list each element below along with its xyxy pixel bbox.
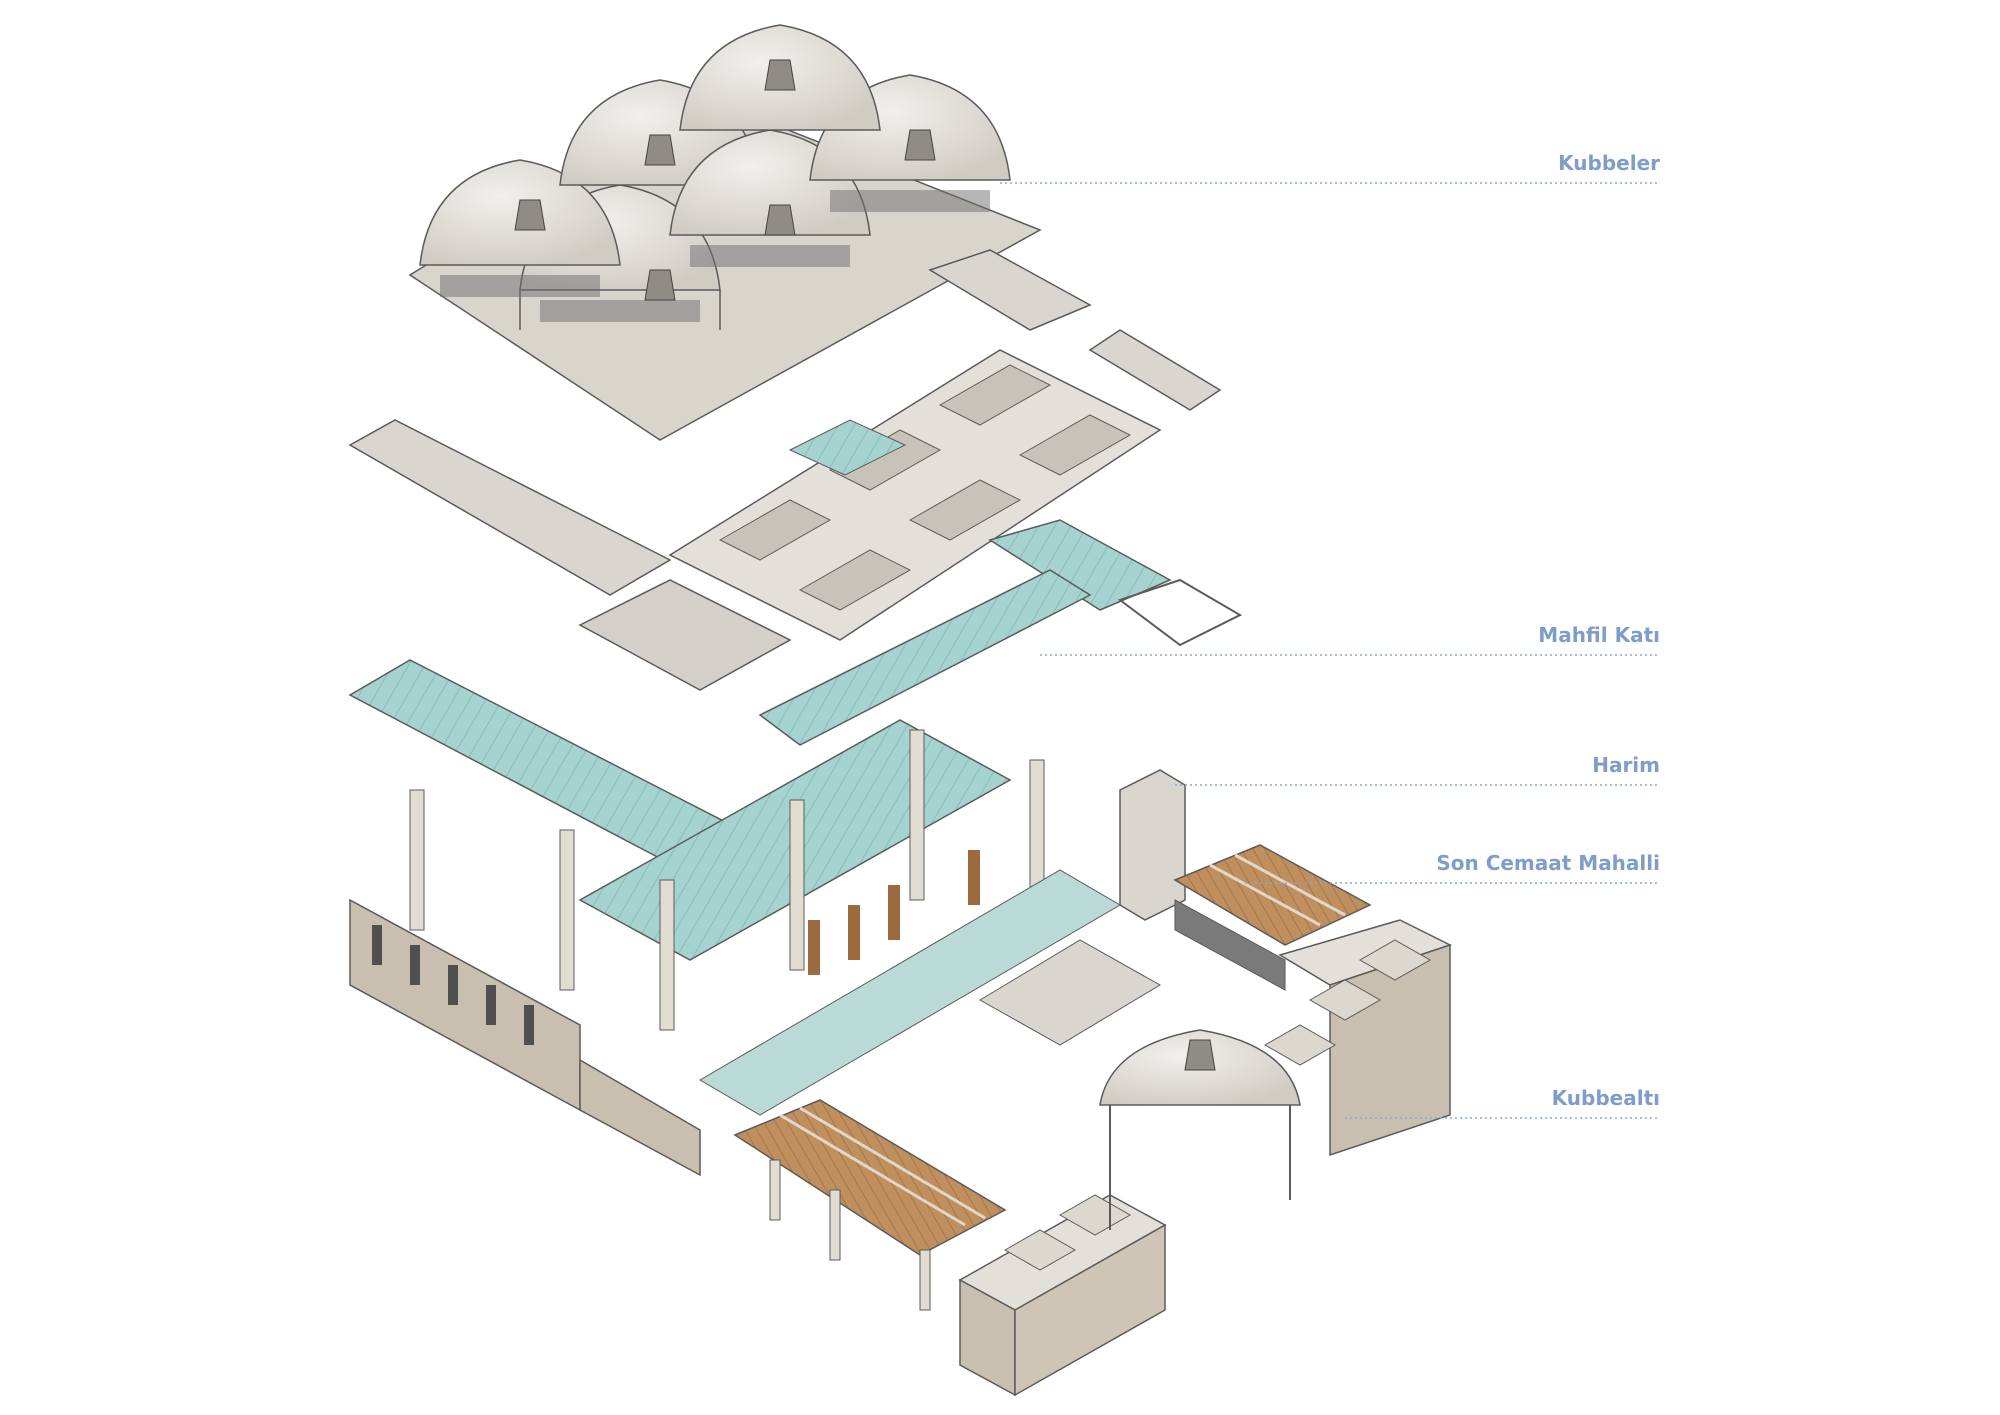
harim-doors bbox=[808, 850, 980, 975]
pergola-roof-south bbox=[733, 1099, 1007, 1256]
pergola-roof-east bbox=[1173, 844, 1372, 946]
roof-slab-left bbox=[348, 419, 672, 596]
pergola-shade-fins bbox=[1174, 899, 1286, 991]
mahfil-balcony-frame bbox=[1117, 578, 1243, 647]
label-kubbealti-text: Kubbealtı bbox=[1552, 1086, 1660, 1110]
domes-layer bbox=[408, 24, 1042, 441]
stair-tower bbox=[1119, 769, 1186, 921]
mahfil-slab-top bbox=[578, 579, 792, 691]
label-mahfil-kati: Mahfil Katı bbox=[1040, 623, 1660, 656]
arcade-small-domes bbox=[1003, 939, 1432, 1271]
label-harim-text: Harim bbox=[1592, 753, 1660, 777]
roof-slab-right bbox=[928, 249, 1092, 331]
harim-layer bbox=[348, 659, 1186, 1177]
skylight-roof-block bbox=[668, 349, 1162, 641]
harim-wing-wall bbox=[579, 1058, 701, 1177]
label-son-cemaat-mahalli: Son Cemaat Mahalli bbox=[1245, 851, 1660, 884]
harim-interior-floor bbox=[699, 869, 1161, 1116]
label-harim: Harim bbox=[1175, 753, 1660, 786]
roof-slabs-layer bbox=[348, 249, 1222, 641]
pergola-posts bbox=[769, 1159, 931, 1311]
mahfil-glass-strip bbox=[788, 419, 907, 476]
labels-layer: Kubbeler Mahfil Katı Harim Son Cemaat Ma… bbox=[1000, 151, 1660, 1119]
label-kubbeler: Kubbeler bbox=[1000, 151, 1660, 184]
mahfil-floor-layer bbox=[578, 519, 1243, 746]
harim-columns bbox=[409, 729, 1045, 1031]
skylights bbox=[718, 364, 1132, 611]
arcade-south-side-wall bbox=[1014, 1223, 1166, 1397]
harim-west-wall bbox=[349, 898, 581, 1112]
kubbealti-layer bbox=[958, 919, 1452, 1397]
label-son-cemaat-mahalli-text: Son Cemaat Mahalli bbox=[1436, 851, 1660, 875]
roof-slab-far-right bbox=[1088, 329, 1222, 411]
label-mahfil-kati-text: Mahfil Katı bbox=[1538, 623, 1660, 647]
harim-windows bbox=[372, 925, 534, 1045]
kubbealti-dome bbox=[1099, 1029, 1301, 1230]
mahfil-glass-bridge bbox=[758, 569, 1092, 746]
label-kubbealti: Kubbealtı bbox=[1345, 1086, 1660, 1119]
son-cemaat-layer bbox=[733, 844, 1372, 1311]
label-kubbeler-text: Kubbeler bbox=[1558, 151, 1660, 175]
dome-lanterns bbox=[514, 59, 936, 301]
